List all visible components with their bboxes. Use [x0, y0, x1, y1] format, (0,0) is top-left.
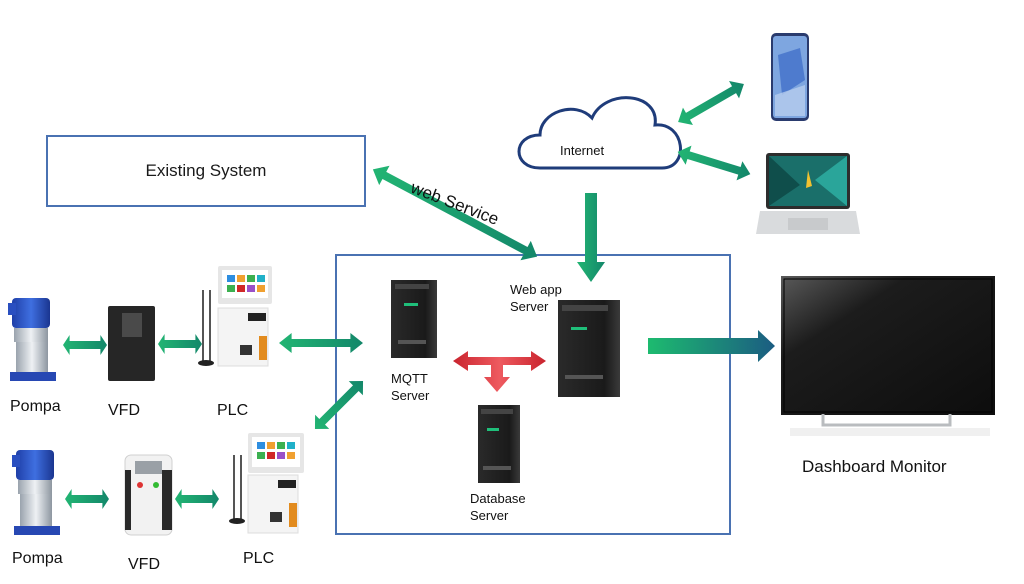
arrow-plc2-mqtt	[307, 373, 371, 437]
arrow-webapp-to-dashboard	[648, 330, 775, 362]
dashboard-monitor-label: Dashboard Monitor	[802, 457, 947, 476]
plc-icon-row2	[229, 433, 304, 534]
vfd-label-row1: VFD	[108, 402, 140, 419]
arrow-pump-vfd-row2	[65, 489, 109, 509]
plc-label-row1: PLC	[217, 402, 249, 419]
database-server-label-line1: Database	[470, 491, 526, 506]
vfd-label-row2: VFD	[128, 556, 160, 573]
vfd-icon-row2	[124, 454, 173, 536]
database-server-label-line2: Server	[470, 508, 509, 523]
arrow-vfd-plc-row2	[175, 489, 219, 509]
mqtt-server-label-line1: MQTT	[391, 371, 428, 386]
pump-label-row1: Pompa	[10, 398, 61, 415]
existing-system-box: Existing System	[46, 135, 366, 207]
pump-icon-row2	[12, 450, 60, 535]
arrow-plc1-mqtt	[279, 333, 363, 353]
arrow-pump-vfd-row1	[63, 335, 107, 355]
existing-system-label: Existing System	[145, 161, 267, 180]
arrow-server-interconnect	[453, 351, 546, 392]
mqtt-server-icon	[391, 280, 437, 358]
pump-icon-row1	[8, 298, 56, 381]
arrow-web-service	[372, 165, 538, 261]
arrow-internet-laptop	[674, 142, 754, 184]
plc-label-row2: PLC	[243, 550, 275, 567]
vfd-icon-row1	[108, 306, 155, 381]
arrow-internet-to-webapp	[577, 193, 605, 282]
mqtt-server-label-line2: Server	[391, 388, 430, 403]
database-server-label: Database Server	[470, 490, 526, 524]
pump-label-row2: Pompa	[12, 550, 63, 567]
webapp-server-icon	[558, 300, 620, 397]
webapp-server-label-line2: Server	[510, 299, 549, 314]
arrow-internet-phone	[673, 75, 749, 131]
webapp-server-label: Web app Server	[510, 281, 562, 315]
internet-cloud-icon	[517, 96, 682, 170]
webapp-server-label-line1: Web app	[510, 282, 562, 297]
database-server-icon	[478, 405, 520, 483]
dashboard-monitor-icon	[781, 276, 995, 436]
plc-icon-row1	[198, 266, 272, 367]
internet-label: Internet	[560, 143, 605, 158]
mqtt-server-label: MQTT Server	[391, 370, 429, 404]
laptop-icon	[756, 153, 860, 234]
arrow-vfd-plc-row1	[158, 334, 202, 354]
smartphone-icon	[771, 33, 809, 121]
